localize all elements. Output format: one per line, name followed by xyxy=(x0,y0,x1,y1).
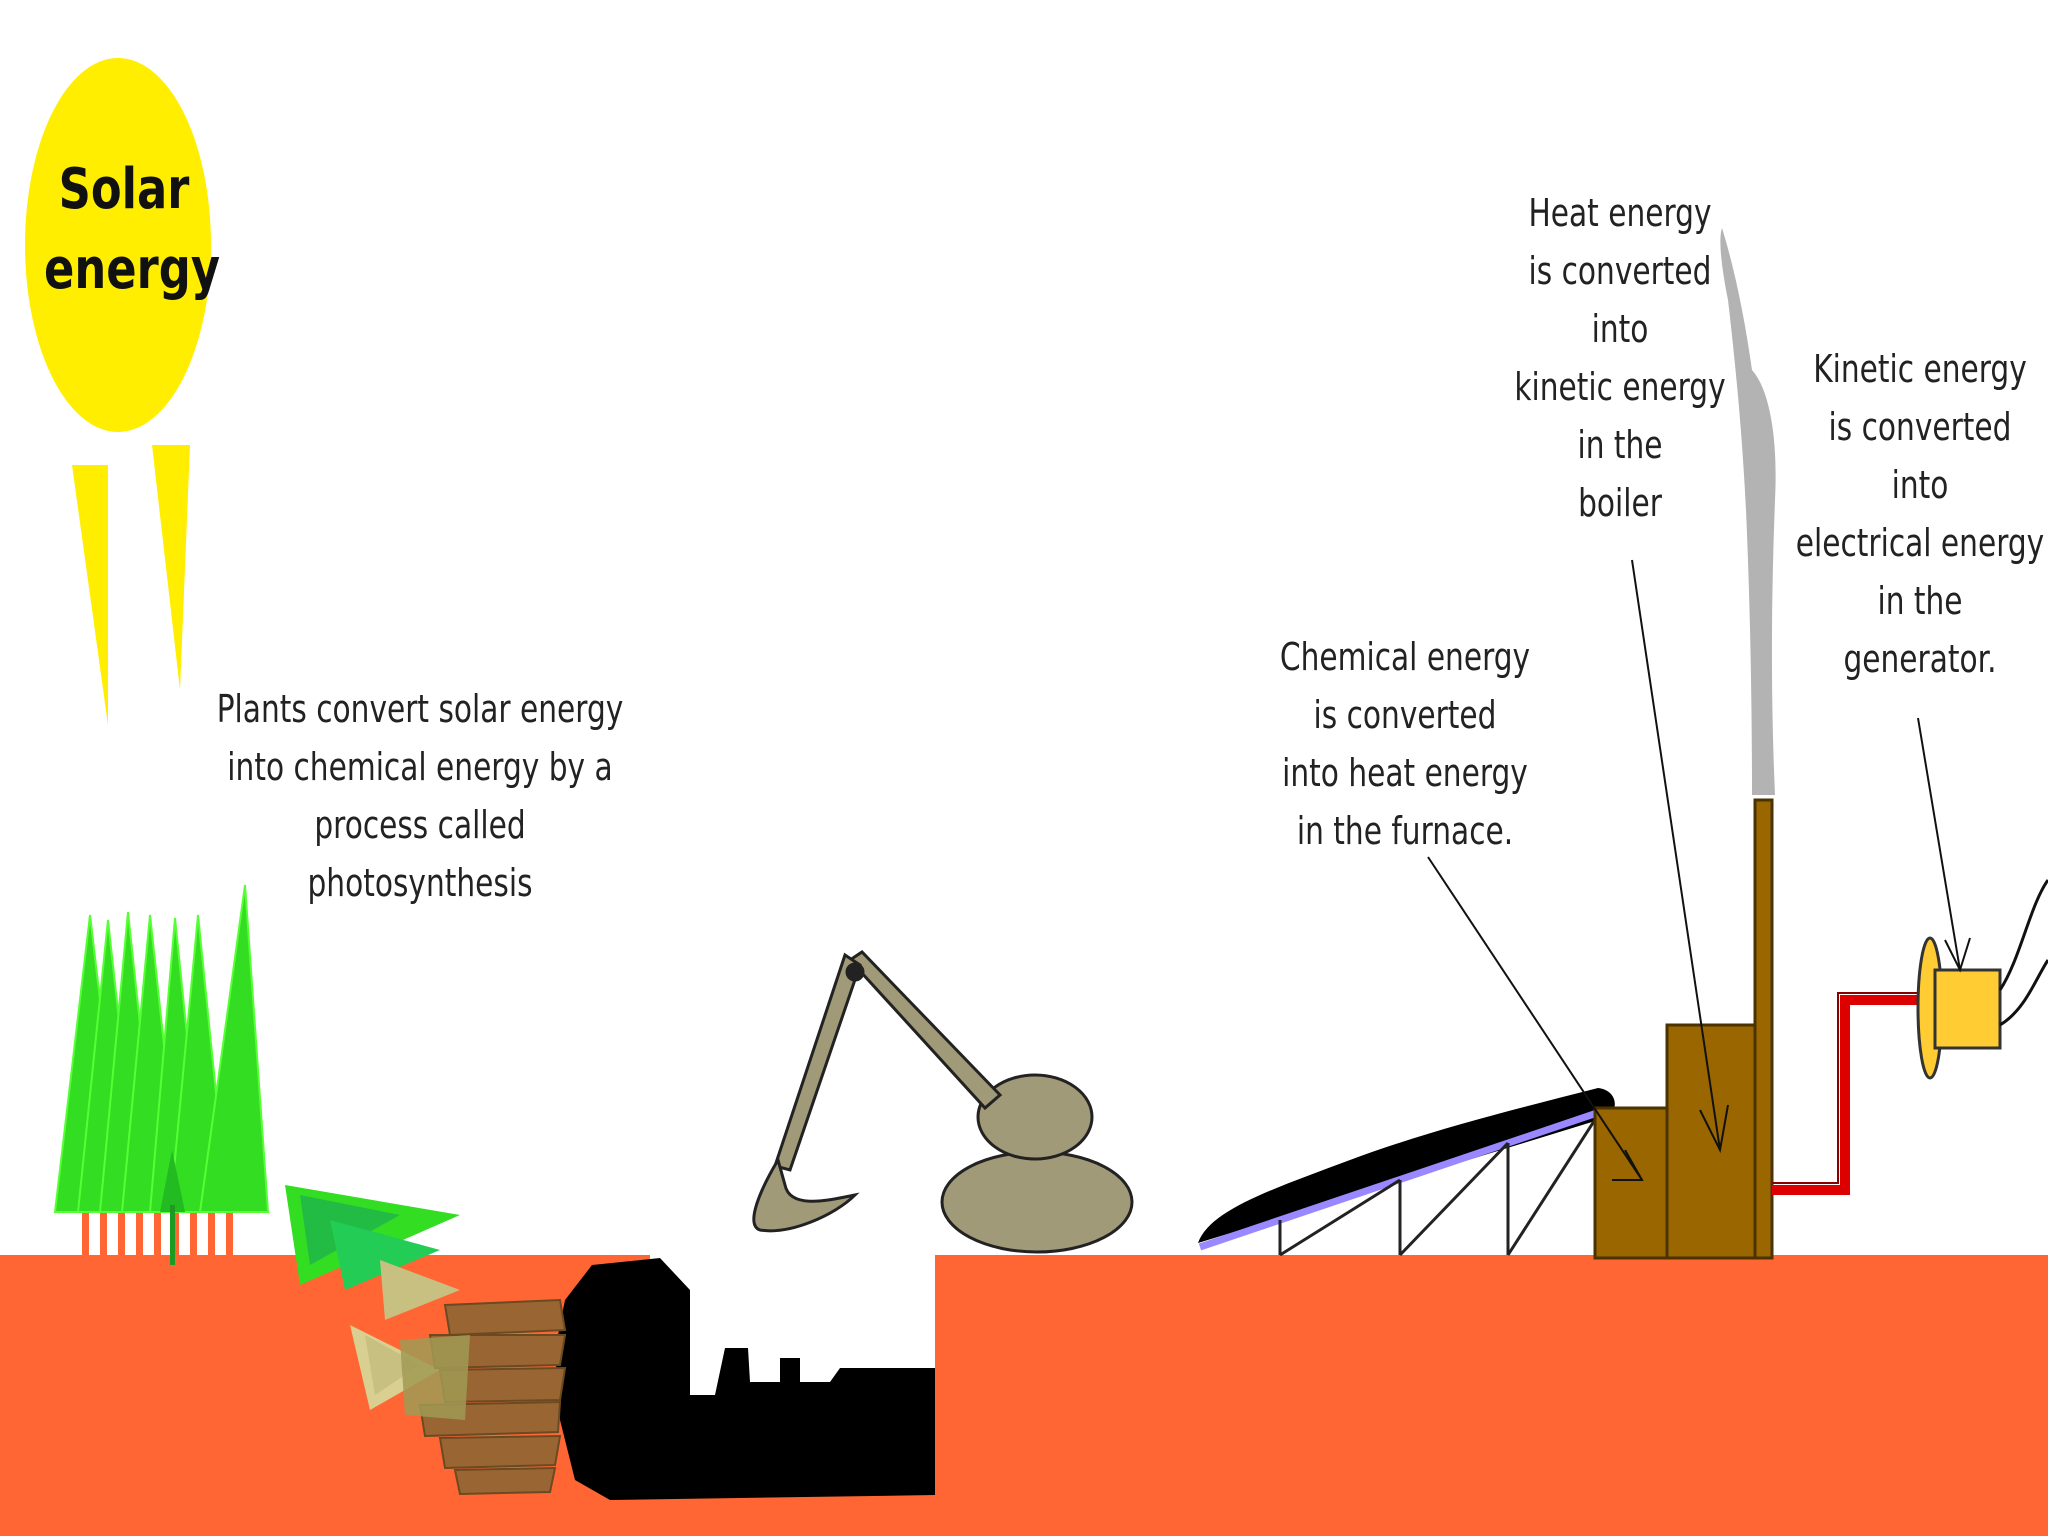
solar-energy-label: Solar energy xyxy=(44,157,221,302)
steam-pipe xyxy=(1772,995,1930,1195)
forest xyxy=(53,884,270,1265)
sun-ray-right xyxy=(152,445,190,690)
power-plant xyxy=(1593,798,1774,1260)
conveyor xyxy=(1198,1088,1615,1257)
excavator xyxy=(752,950,1134,1254)
sun xyxy=(25,58,211,432)
sun-ray-left xyxy=(72,465,108,725)
boiler-caption: Heat energy is converted into kinetic en… xyxy=(1514,191,1726,525)
fallen-trees xyxy=(285,1185,460,1410)
smoke xyxy=(1720,228,1776,795)
generator-caption: Kinetic energy is converted into electri… xyxy=(1795,347,2045,681)
steam-pipe-outline xyxy=(1772,992,1930,1184)
furnace-caption: Chemical energy is converted into heat e… xyxy=(1279,635,1531,853)
photosynthesis-caption: Plants convert solar energy into chemica… xyxy=(216,687,624,905)
peat-olive xyxy=(400,1335,470,1420)
peat-layers xyxy=(418,1298,567,1496)
pointer-lines xyxy=(1427,559,1971,1181)
power-lines xyxy=(1998,879,2048,1027)
ground xyxy=(0,1255,2048,1536)
generator xyxy=(1916,936,2002,1080)
coal-seam xyxy=(555,1258,935,1500)
